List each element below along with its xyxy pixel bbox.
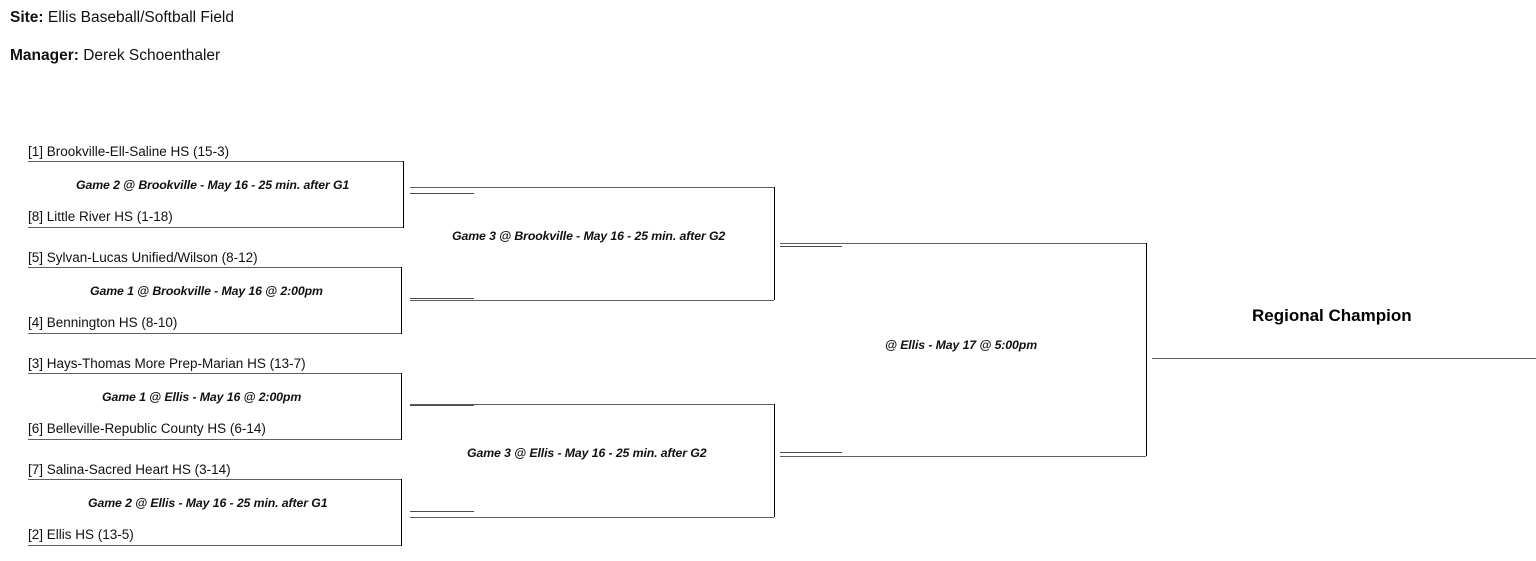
- team-slot-seed8: [8] Little River HS (1-18): [28, 209, 173, 224]
- team-slot-seed2: [2] Ellis HS (13-5): [28, 527, 134, 542]
- team-rule: [28, 545, 401, 546]
- game-label-semifinal-2: Game 3 @ Ellis - May 16 - 25 min. after …: [467, 446, 707, 460]
- game-label-final: @ Ellis - May 17 @ 5:00pm: [885, 338, 1038, 352]
- game-label-matchup-1: Game 2 @ Brookville - May 16 - 25 min. a…: [76, 178, 350, 192]
- manager-label: Manager:: [10, 47, 79, 64]
- manager-value: Derek Schoenthaler: [83, 47, 221, 64]
- game-label-matchup-3: Game 1 @ Ellis - May 16 @ 2:00pm: [102, 390, 302, 404]
- team-rule: [28, 479, 401, 480]
- connector-semifinal-1: [780, 246, 842, 247]
- matchup-box-right-edge: [403, 161, 404, 228]
- semifinal-box-right-edge: [774, 187, 775, 300]
- connector-semifinal-2: [780, 452, 842, 453]
- team-slot-seed5: [5] Sylvan-Lucas Unified/Wilson (8-12): [28, 250, 258, 265]
- team-rule: [28, 439, 401, 440]
- game-label-matchup-2: Game 1 @ Brookville - May 16 @ 2:00pm: [90, 284, 323, 298]
- final-box-right-edge: [1146, 243, 1147, 456]
- team-slot-seed7: [7] Salina-Sacred Heart HS (3-14): [28, 462, 231, 477]
- game-label-matchup-4: Game 2 @ Ellis - May 16 - 25 min. after …: [88, 496, 328, 510]
- site-label: Site:: [10, 9, 44, 26]
- team-rule: [28, 227, 403, 228]
- team-slot-seed6: [6] Belleville-Republic County HS (6-14): [28, 421, 266, 436]
- semifinal-box-right-edge: [774, 404, 775, 517]
- team-rule: [28, 333, 401, 334]
- champion-title: Regional Champion: [1252, 306, 1412, 325]
- final-bottom-rule: [780, 456, 1146, 457]
- connector-matchup-1: [410, 193, 474, 194]
- champion-rule: [1152, 358, 1536, 359]
- team-rule: [28, 161, 403, 162]
- connector-matchup-4: [410, 511, 474, 512]
- semifinal-bottom-rule: [410, 300, 774, 301]
- team-slot-seed4: [4] Bennington HS (8-10): [28, 315, 178, 330]
- semifinal-top-rule: [410, 187, 774, 188]
- team-rule: [28, 267, 401, 268]
- team-rule: [28, 373, 401, 374]
- connector-matchup-2: [410, 298, 474, 299]
- matchup-box-right-edge: [401, 267, 402, 334]
- semifinal-top-rule: [410, 404, 774, 405]
- team-slot-seed3: [3] Hays-Thomas More Prep-Marian HS (13-…: [28, 356, 306, 371]
- game-label-semifinal-1: Game 3 @ Brookville - May 16 - 25 min. a…: [452, 229, 726, 243]
- final-top-rule: [780, 243, 1146, 244]
- connector-matchup-3: [410, 405, 474, 406]
- semifinal-bottom-rule: [410, 517, 774, 518]
- team-slot-seed1: [1] Brookville-Ell-Saline HS (15-3): [28, 144, 230, 159]
- site-value: Ellis Baseball/Softball Field: [47, 9, 234, 26]
- manager-info: Manager: Derek Schoenthaler: [10, 48, 220, 64]
- matchup-box-right-edge: [401, 479, 402, 546]
- matchup-box-right-edge: [401, 373, 402, 440]
- site-info: Site: Ellis Baseball/Softball Field: [10, 10, 234, 26]
